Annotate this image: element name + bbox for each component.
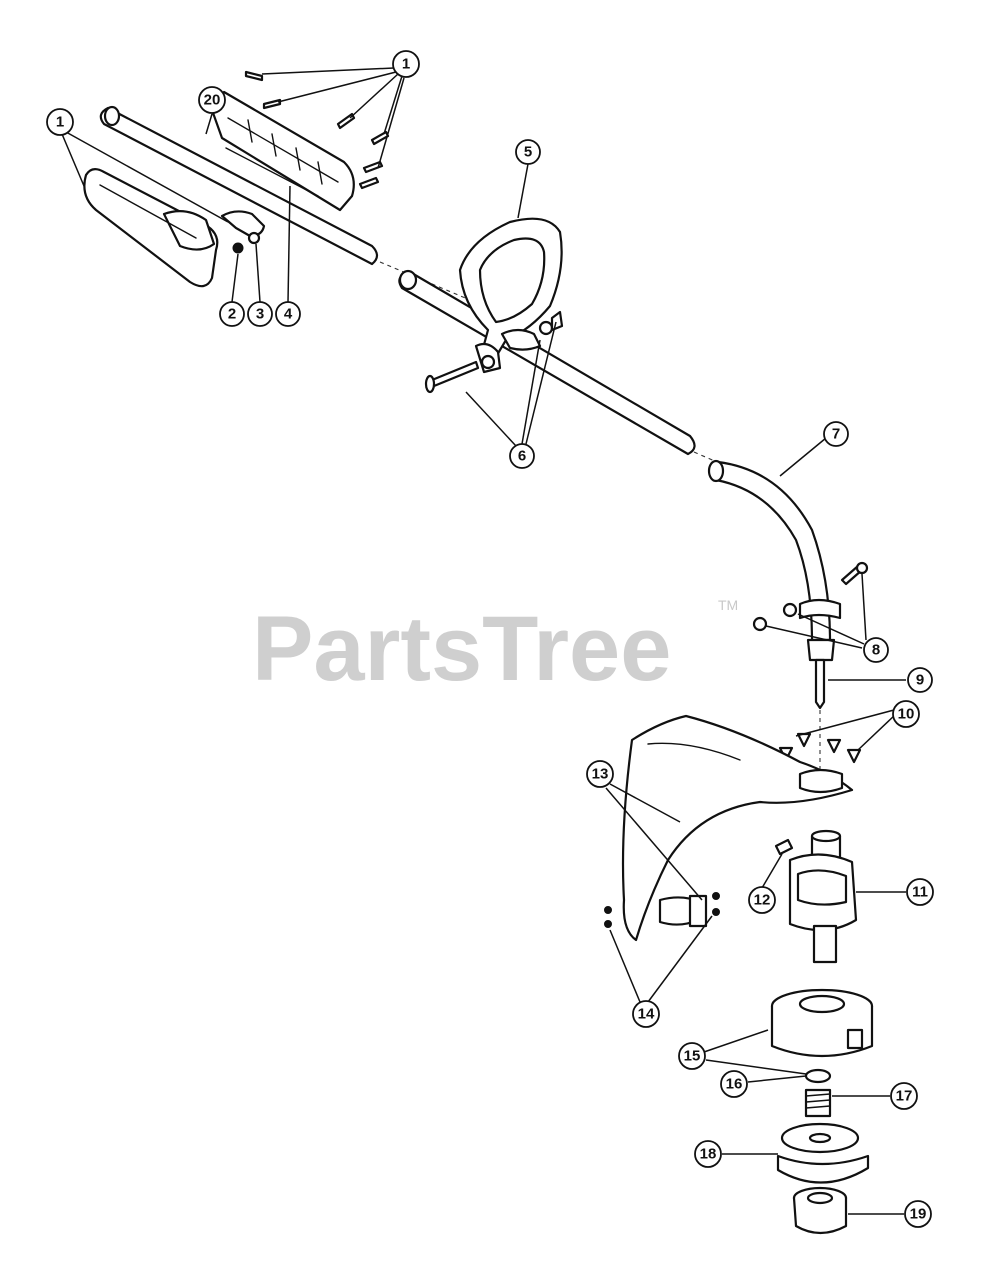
callout-label: 8	[872, 642, 880, 659]
callout-label: 1	[56, 114, 64, 131]
callout-8[interactable]: 8	[863, 637, 889, 663]
callout-12[interactable]: 12	[748, 886, 776, 914]
callout-label: 14	[638, 1006, 655, 1023]
watermark-brand: PartsTree	[252, 598, 671, 700]
bump-knob	[792, 1186, 848, 1235]
callout-15[interactable]: 15	[678, 1042, 706, 1070]
watermark-trademark: TM	[718, 597, 738, 613]
housing-screws	[244, 70, 390, 190]
callout-label: 15	[684, 1048, 701, 1065]
handle-bolt	[424, 310, 564, 394]
callout-14[interactable]: 14	[632, 1000, 660, 1028]
callout-4[interactable]: 4	[275, 301, 301, 327]
callout-label: 20	[204, 92, 221, 109]
handle-housing	[210, 90, 355, 212]
callout-20[interactable]: 20	[198, 86, 226, 114]
callout-19[interactable]: 19	[904, 1200, 932, 1228]
guard-screw	[774, 838, 794, 856]
callout-13[interactable]: 13	[586, 760, 614, 788]
callout-label: 10	[898, 706, 915, 723]
callout-2[interactable]: 2	[219, 301, 245, 327]
callout-9[interactable]: 9	[907, 667, 933, 693]
rear-handle	[83, 168, 219, 288]
callout-18[interactable]: 18	[694, 1140, 722, 1168]
shaft-clamp	[752, 561, 869, 632]
callout-17[interactable]: 17	[890, 1082, 918, 1110]
callout-label: 6	[518, 448, 526, 465]
callout-1-left[interactable]: 1	[46, 108, 74, 136]
washer	[804, 1068, 832, 1084]
callout-label: 12	[754, 892, 771, 909]
callout-label: 18	[700, 1146, 717, 1163]
callout-label: 1	[402, 56, 410, 73]
callout-label: 4	[284, 306, 293, 323]
callout-11[interactable]: 11	[906, 878, 934, 906]
blade-clip	[604, 892, 720, 928]
callout-label: 13	[592, 766, 609, 783]
spring	[804, 1088, 832, 1118]
callout-label: 3	[256, 306, 264, 323]
callout-10[interactable]: 10	[892, 700, 920, 728]
callout-label: 19	[910, 1206, 927, 1223]
callout-label: 2	[228, 306, 236, 323]
callout-label: 7	[832, 426, 840, 443]
assist-handle	[458, 217, 563, 374]
spool	[776, 1122, 870, 1184]
callout-label: 9	[916, 672, 924, 689]
callout-label: 11	[912, 884, 928, 901]
callout-label: 16	[726, 1076, 743, 1093]
callout-6[interactable]: 6	[509, 443, 535, 469]
callout-7[interactable]: 7	[823, 421, 849, 447]
spool-housing	[770, 988, 874, 1058]
middle-shaft	[398, 269, 727, 467]
callout-label: 5	[524, 144, 532, 161]
curved-shaft	[707, 459, 836, 662]
drive-shaft-tip	[814, 658, 826, 780]
leader-lines	[61, 67, 906, 1215]
handle-clip-parts	[220, 210, 266, 254]
callout-5[interactable]: 5	[515, 139, 541, 165]
callout-16[interactable]: 16	[720, 1070, 748, 1098]
callout-label: 17	[896, 1088, 913, 1105]
gear-head	[788, 829, 858, 964]
callout-1-top[interactable]: 1	[392, 50, 420, 78]
callout-3[interactable]: 3	[247, 301, 273, 327]
